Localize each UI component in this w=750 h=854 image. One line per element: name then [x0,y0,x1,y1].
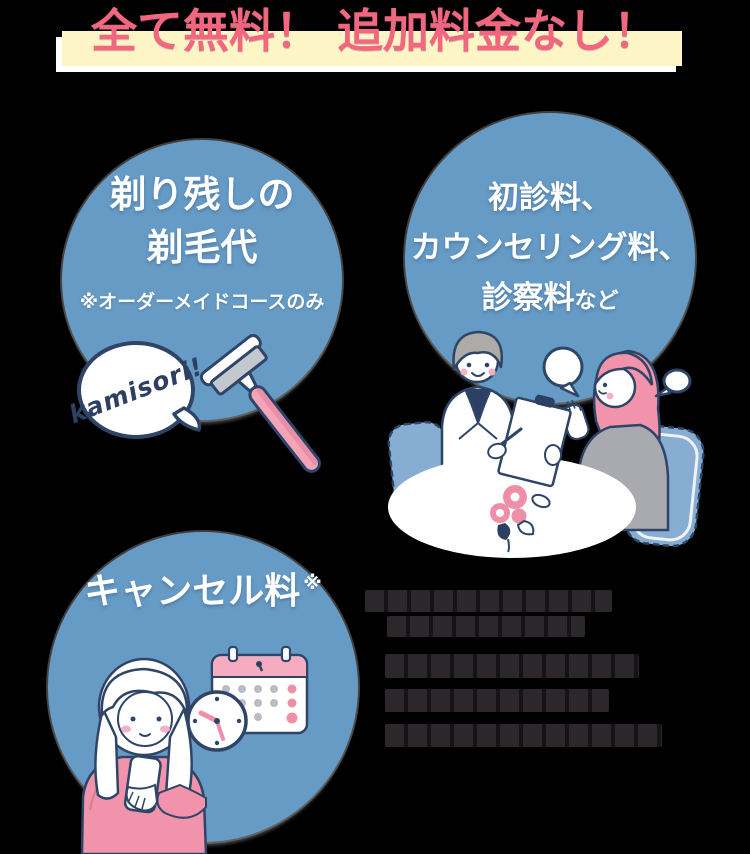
card-cancellation-asterisk: ※ [303,572,322,594]
header-highlight-band [62,31,682,66]
page-title: 全て無料！ 追加料金なし！ [90,4,659,58]
clipboard-icon [487,394,572,488]
conversation-bubble-icon [542,346,584,398]
redacted-text-line [385,654,639,678]
redacted-text-line [365,590,612,612]
card-cancellation-title: キャンセル料※ [48,572,358,612]
card-shaving-note: ※オーダーメイドコースのみ [79,291,325,314]
card-consultation-line3: 診察料 [481,280,575,317]
woman-phone-illustration [80,645,309,854]
card-consultation-line1: 初診料、 [488,180,612,216]
card-consultation-line2: カウンセリング料、 [410,230,690,267]
card-shaving-title-line2: 剃毛代 [146,225,258,269]
speech-bubble-icon: kamisori! [65,341,207,439]
redacted-text-line [385,689,609,712]
woman-figure [80,657,208,854]
redacted-text-line [387,616,585,637]
card-consultation-suffix: など [574,289,619,315]
card-consultation-title: 初診料、 カウンセリング料、 診察料など [405,173,695,324]
card-cancellation-label: キャンセル料 [84,571,301,612]
conversation-bubble-small-icon [654,368,692,398]
doctor-counseling-illustration [387,330,705,558]
clock-icon [186,690,248,752]
card-shaving-title: 剃り残しの 剃毛代 [62,169,342,274]
razor-icon [199,333,321,473]
redacted-text-line [385,724,662,747]
razor-speech-bubble-illustration: kamisori! [65,333,321,473]
card-shaving-title-line1: 剃り残しの [109,173,295,216]
flower-decoration [490,485,551,553]
